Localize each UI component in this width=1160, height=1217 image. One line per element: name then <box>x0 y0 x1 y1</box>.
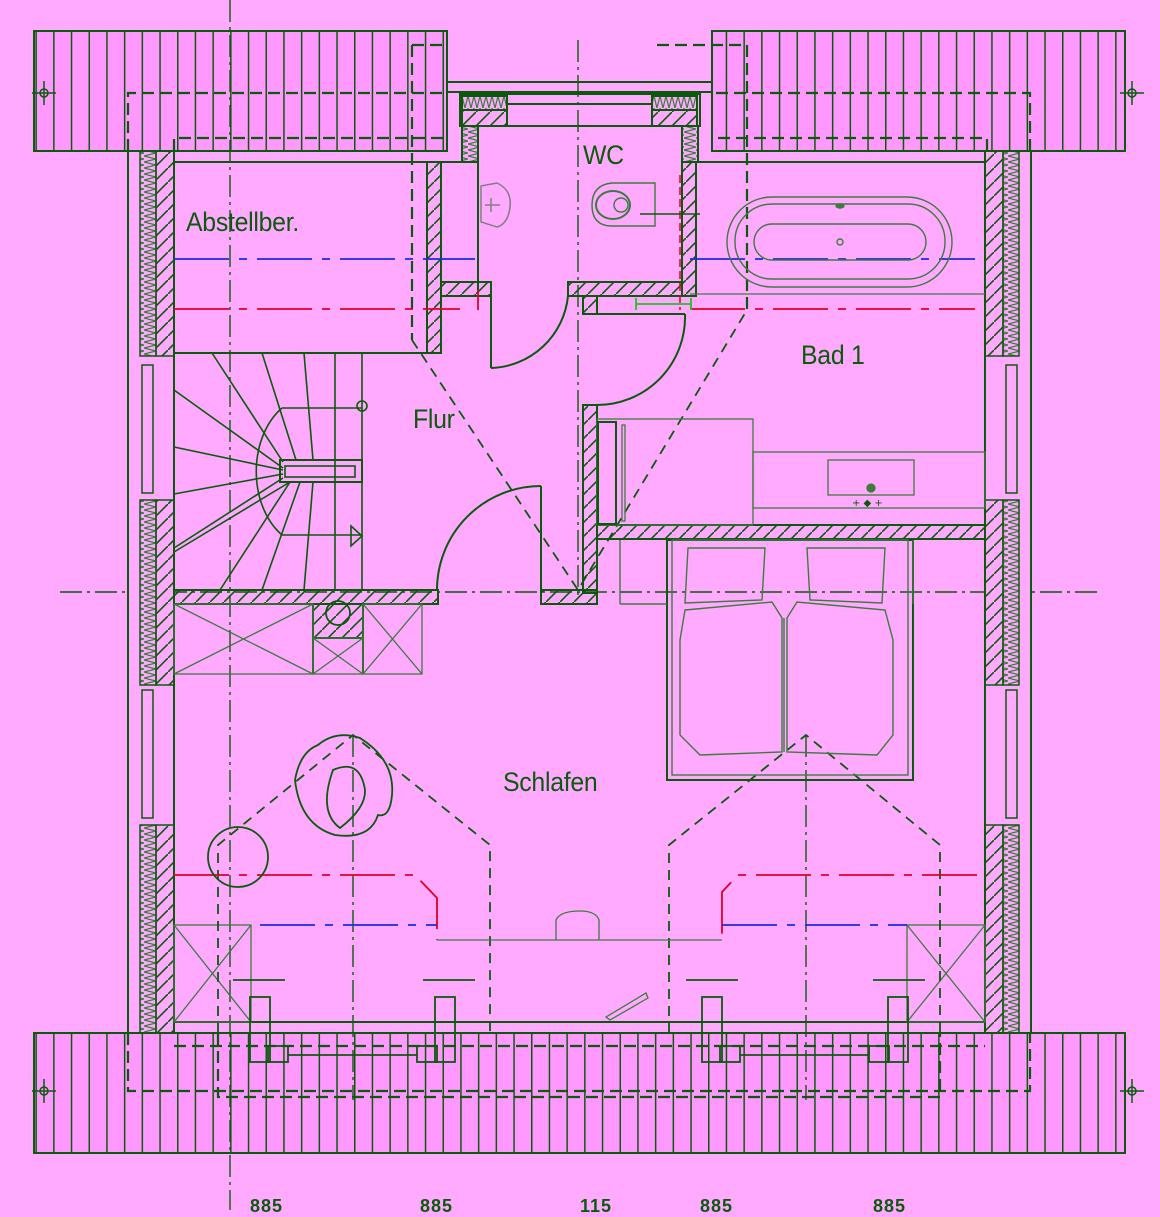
grid-markers <box>32 81 1144 1103</box>
svg-text:+ ◆ +: + ◆ + <box>852 498 883 509</box>
wc-dormer-wall <box>446 81 713 290</box>
heating-pipes <box>174 258 977 940</box>
room-label-bad1: Bad 1 <box>801 340 865 370</box>
dimension-label: 115 <box>580 1196 613 1216</box>
roof-bottom <box>33 1032 1126 1154</box>
wc-washbasin <box>480 182 511 228</box>
doors <box>436 295 687 591</box>
dimension-label: 885 <box>420 1196 454 1216</box>
dimension-label: 885 <box>700 1196 734 1216</box>
room-label-wc: WC <box>583 140 624 170</box>
room-label-schlafen: Schlafen <box>503 767 598 797</box>
storage-boxes <box>173 600 986 1023</box>
double-bed <box>619 539 914 781</box>
staircase <box>173 352 368 591</box>
side-table <box>207 826 269 888</box>
dormer-windows <box>233 979 925 1063</box>
roof-eave-lines <box>126 43 1032 1099</box>
bathtub <box>726 196 953 288</box>
desk <box>437 910 722 1021</box>
room-label-flur: Flur <box>413 404 455 434</box>
exterior-walls <box>127 150 1032 1034</box>
dimension-label: 885 <box>873 1196 907 1216</box>
roof-top-right <box>711 30 1126 152</box>
bathroom-vanity: + ◆ + <box>596 418 986 526</box>
roof-slope-lines <box>217 309 941 1033</box>
armchair <box>294 734 394 837</box>
toilet <box>591 182 700 227</box>
dimension-marker <box>635 298 692 310</box>
interior-walls <box>173 161 986 674</box>
roof-top-left <box>33 30 448 152</box>
dimension-label: 885 <box>250 1196 284 1216</box>
room-label-abstellber: Abstellber. <box>186 207 299 237</box>
